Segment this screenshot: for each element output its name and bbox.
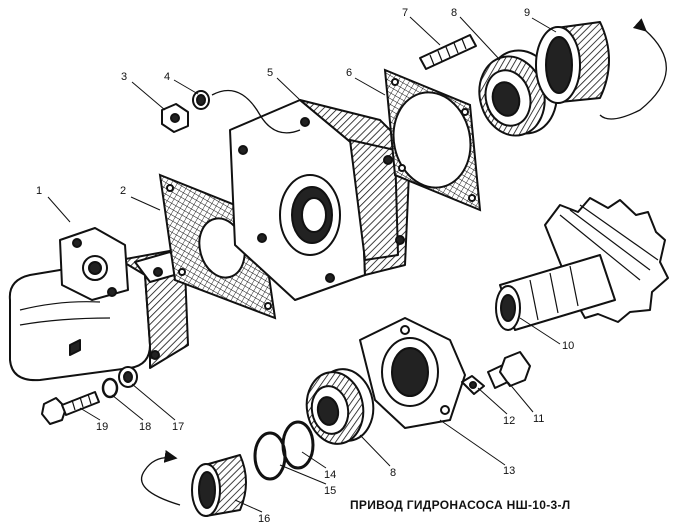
cover-plate-part-13 bbox=[359, 317, 466, 429]
shaft-gear-part-10 bbox=[495, 197, 669, 331]
callout-2: 2 bbox=[120, 185, 126, 197]
bolt-part-11 bbox=[487, 351, 531, 389]
housing-part-5 bbox=[229, 99, 411, 301]
bushing-part-9 bbox=[535, 21, 610, 104]
assembly-arrow-upper bbox=[599, 18, 667, 120]
assembly-path-upper bbox=[211, 89, 301, 134]
pump-body-part-1 bbox=[8, 227, 189, 382]
callout-5: 5 bbox=[267, 67, 273, 79]
callout-15: 15 bbox=[324, 485, 336, 497]
callout-11: 11 bbox=[533, 413, 544, 425]
callout-9: 9 bbox=[524, 7, 530, 19]
assembly-arrow-lower bbox=[140, 450, 181, 506]
callout-14: 14 bbox=[324, 469, 336, 481]
callout-19: 19 bbox=[96, 421, 108, 433]
callout-18: 18 bbox=[139, 421, 151, 433]
bolt-part-19 bbox=[41, 391, 100, 425]
washer-part-12 bbox=[461, 375, 485, 395]
leader-lines bbox=[47, 16, 561, 513]
callout-10: 10 bbox=[562, 340, 574, 352]
callout-6: 6 bbox=[346, 67, 352, 79]
washer-part-4 bbox=[192, 90, 210, 110]
lock-washer-part-18 bbox=[101, 377, 119, 399]
stud-part-7 bbox=[419, 34, 477, 70]
callout-8a: 8 bbox=[451, 7, 457, 19]
nut-part-3 bbox=[161, 103, 189, 133]
callout-labels: 1 2 3 4 5 6 7 8 9 10 11 12 13 14 8 15 16… bbox=[36, 7, 574, 525]
callout-1: 1 bbox=[36, 185, 42, 197]
retaining-ring-part-14 bbox=[281, 420, 315, 470]
bushing-part-16 bbox=[191, 454, 247, 517]
retaining-ring-part-15 bbox=[253, 431, 287, 481]
callout-3: 3 bbox=[121, 71, 127, 83]
washer-part-17 bbox=[118, 366, 138, 388]
callout-12: 12 bbox=[503, 415, 515, 427]
gasket-part-6 bbox=[383, 68, 482, 212]
callout-4: 4 bbox=[164, 71, 170, 83]
callout-7: 7 bbox=[402, 7, 408, 19]
bearing-part-8-lower bbox=[305, 368, 375, 445]
diagram-caption: ПРИВОД ГИДРОНАСОСА НШ-10-3-Л bbox=[350, 498, 571, 512]
callout-17: 17 bbox=[172, 421, 184, 433]
callout-16: 16 bbox=[258, 513, 270, 525]
callout-8b: 8 bbox=[390, 467, 396, 479]
callout-13: 13 bbox=[503, 465, 515, 477]
